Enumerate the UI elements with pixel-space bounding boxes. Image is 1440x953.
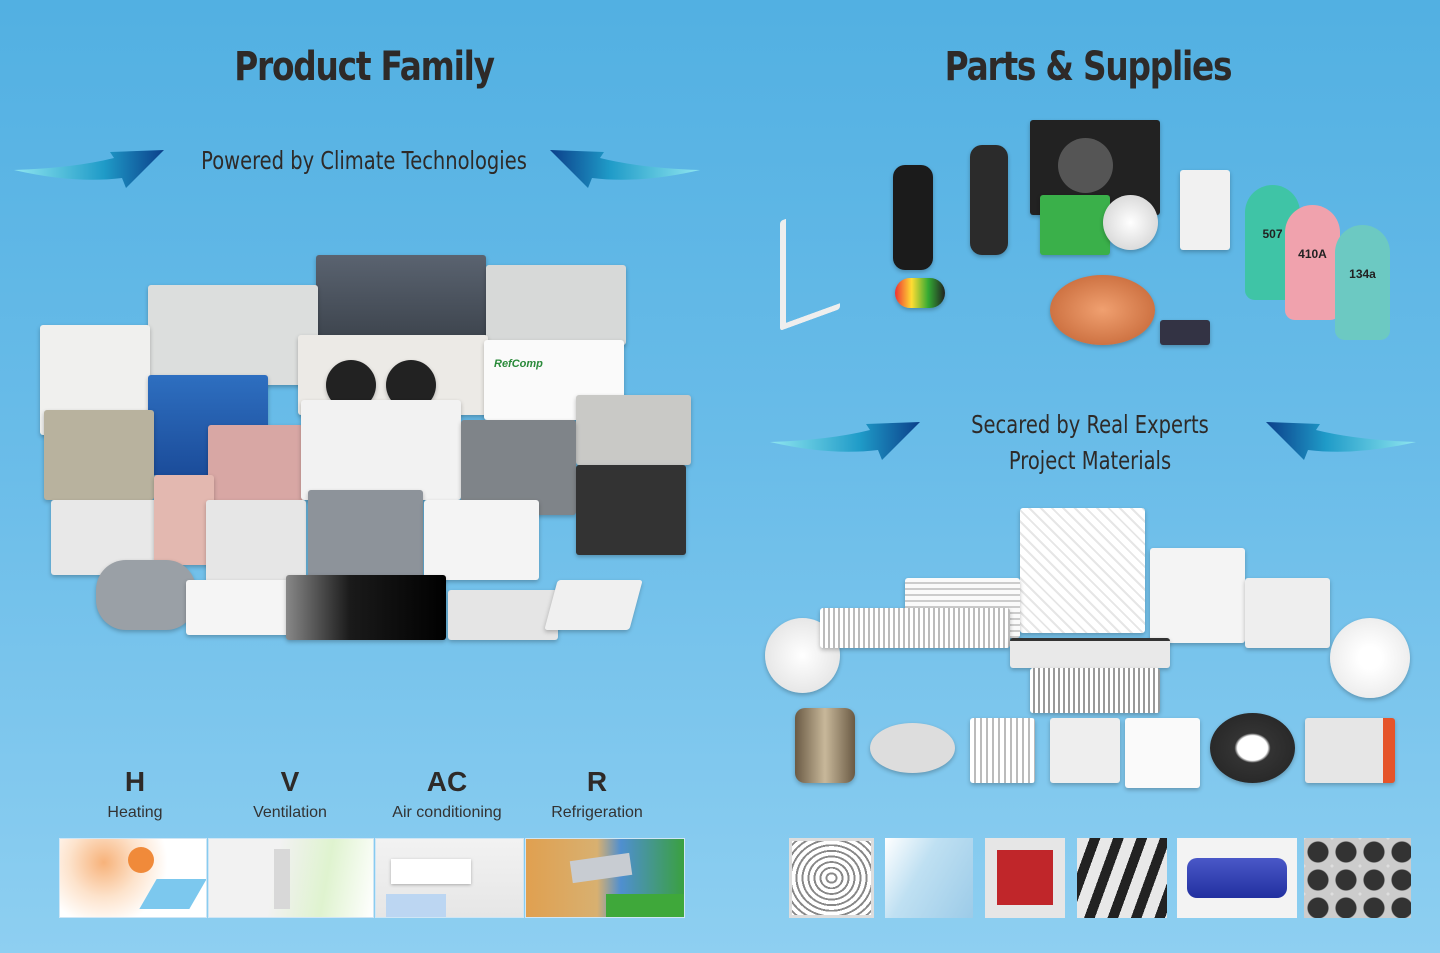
fire-damper-image: [985, 838, 1065, 918]
category-label: Refrigeration: [551, 804, 643, 821]
parts-collage: 507 410A 134a: [775, 120, 1415, 360]
product-collage: RefComp: [36, 250, 696, 650]
air-conditioning-image: [375, 838, 524, 918]
category-air-conditioning: AC Air conditioning: [372, 766, 522, 822]
pump-image: [1177, 838, 1297, 918]
steel-pipes-image: [1304, 838, 1411, 918]
category-heating: H Heating: [60, 766, 210, 822]
refcomp-brand: RefComp: [494, 358, 543, 370]
parts-supplies-title: Parts & Supplies: [944, 44, 1233, 90]
refrigeration-image: [525, 838, 685, 918]
left-subtitle: Powered by Climate Technologies: [201, 146, 527, 175]
refrigerant-410a: 410A: [1285, 205, 1340, 320]
product-family-title: Product Family: [234, 44, 495, 90]
category-refrigeration: R Refrigeration: [522, 766, 672, 822]
category-letter: H: [124, 766, 146, 797]
left-arrow-icon: [550, 150, 700, 190]
category-letter: R: [586, 766, 608, 797]
diffusers-collage: [765, 508, 1415, 788]
category-label: Ventilation: [253, 804, 327, 821]
category-letter: V: [280, 766, 300, 797]
insulation-roll-image: [885, 838, 973, 918]
refrigerant-134a: 134a: [1335, 225, 1390, 340]
right-subtitle-line1: Secared by Real Experts: [971, 410, 1209, 439]
category-label: Air conditioning: [392, 804, 502, 821]
right-arrow-icon: [770, 422, 920, 462]
left-arrow-icon: [1266, 422, 1416, 462]
ventilation-image: [208, 838, 374, 918]
right-arrow-icon: [14, 150, 164, 190]
heating-image: [59, 838, 207, 918]
category-letter: AC: [426, 766, 468, 797]
refrigerant-label: 410A: [1298, 247, 1327, 261]
right-subtitle-line2: Project Materials: [1008, 446, 1172, 475]
flexible-duct-image: [1077, 838, 1167, 918]
refrigerant-label: 134a: [1349, 267, 1376, 281]
refrigerant-label: 507: [1262, 227, 1283, 241]
category-ventilation: V Ventilation: [215, 766, 365, 822]
square-diffuser-image: [789, 838, 874, 918]
category-label: Heating: [107, 804, 163, 821]
